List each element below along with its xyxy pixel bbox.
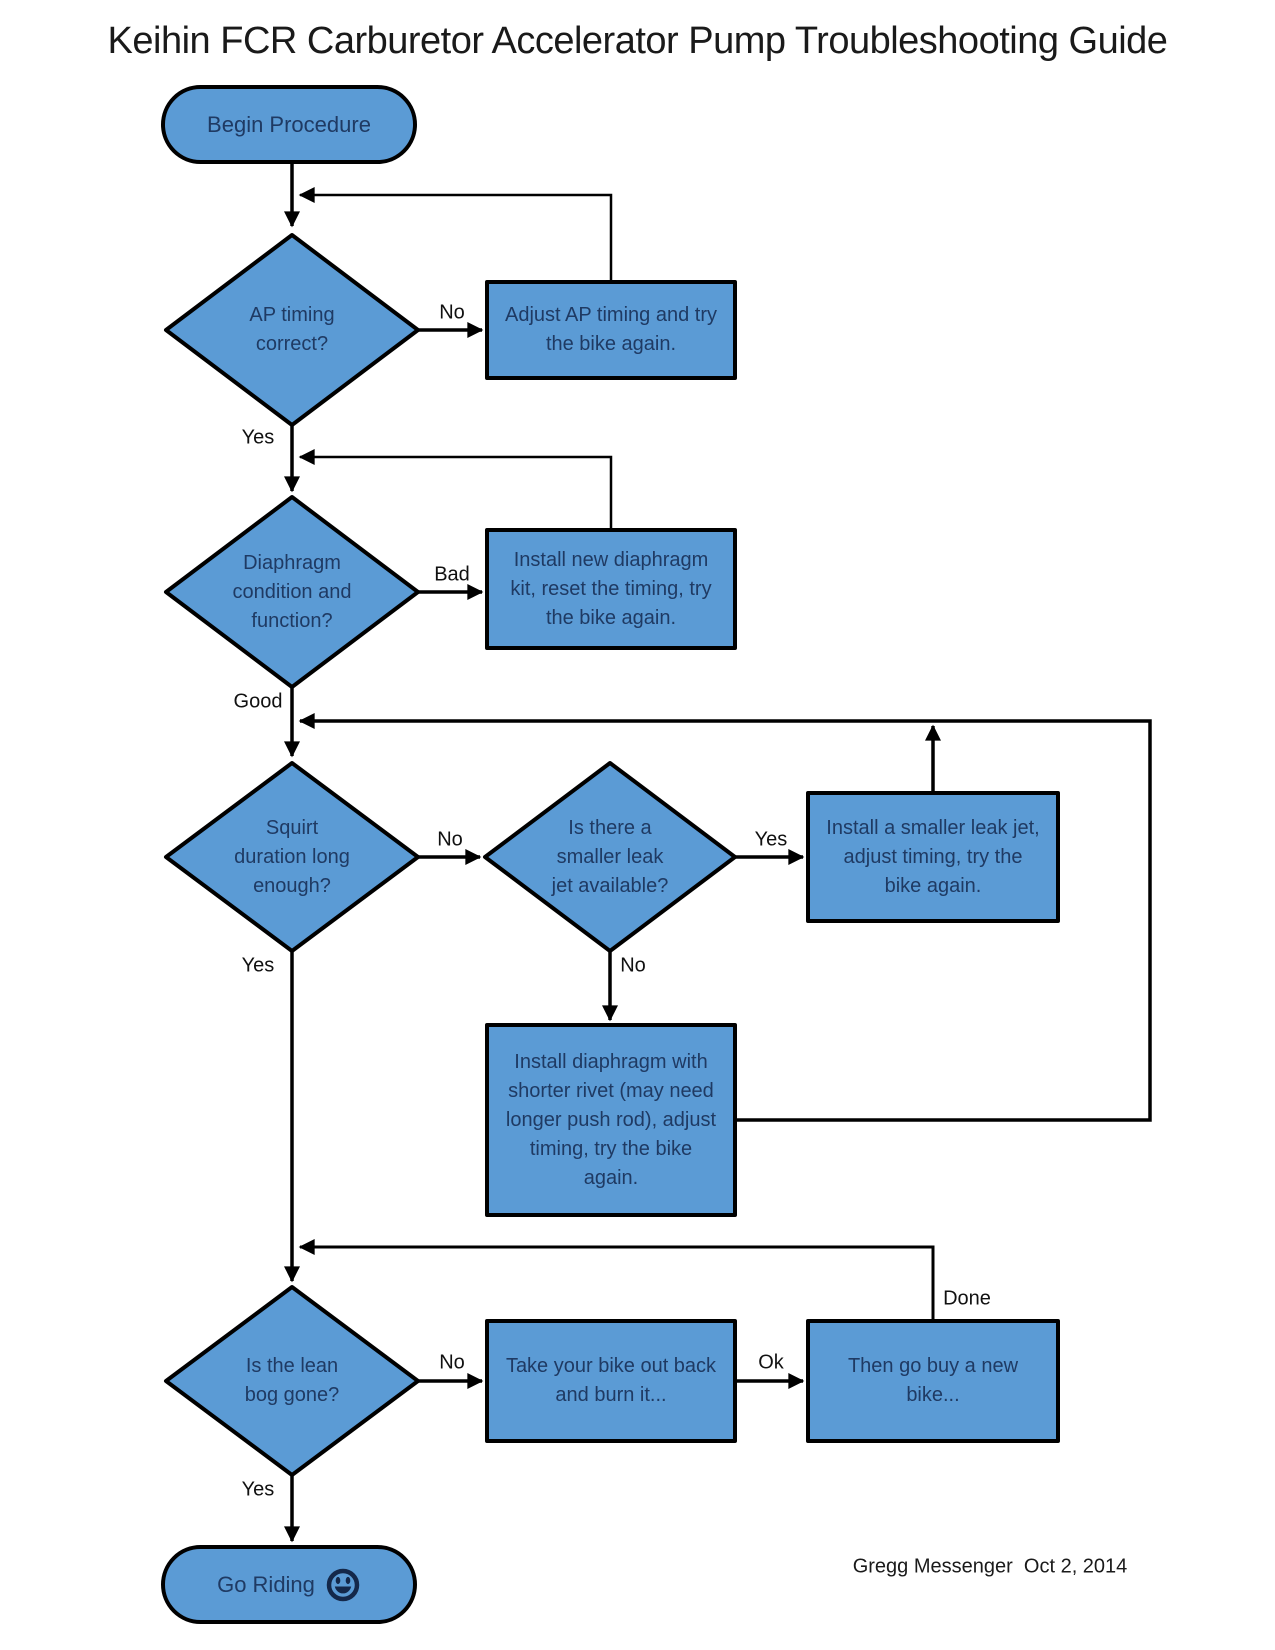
edge-b4-return xyxy=(298,713,1152,1122)
edge-label-no-squirt: No xyxy=(437,828,463,851)
process-adjust-ap-label: Adjust AP timing and try the bike again. xyxy=(505,304,717,355)
edge-label-yes-leak-jet: Yes xyxy=(754,828,788,851)
decision-squirt-label: Squirt duration long enough? xyxy=(234,816,350,897)
decision-squirt-shape xyxy=(164,761,420,953)
process-new-diaphragm-label: Install new diaphragm kit, reset the tim… xyxy=(510,548,712,629)
credit-text: Gregg Messenger Oct 2, 2014 xyxy=(852,1555,1128,1578)
decision-diaphragm-shape xyxy=(164,495,420,689)
page-title: Keihin FCR Carburetor Accelerator Pump T… xyxy=(107,20,1168,62)
process-smaller-leak-jet-shape xyxy=(806,791,1060,923)
process-new-diaphragm-shape xyxy=(485,528,737,650)
decision-diaphragm-label: Diaphragm condition and function? xyxy=(232,551,352,632)
edge-label-yes-lean-bog: Yes xyxy=(241,1478,275,1501)
edge-label-no-lean-bog: No xyxy=(439,1351,465,1374)
edge-b6-done-return xyxy=(298,1239,935,1321)
process-burn-bike-shape xyxy=(485,1319,737,1443)
edge-label-yes-ap-timing: Yes xyxy=(241,426,275,449)
decision-ap-timing-label: AP timing correct? xyxy=(249,304,335,355)
smiley-icon xyxy=(326,1568,360,1601)
decision-leak-jet-label: Is there a smaller leak jet available? xyxy=(551,816,669,897)
process-new-bike-label: Then go buy a new bike... xyxy=(847,1355,1019,1406)
edge-b2-return xyxy=(298,449,613,530)
edge-label-good-diaphragm: Good xyxy=(233,690,283,713)
edge-label-yes-squirt: Yes xyxy=(241,954,275,977)
process-new-bike-shape xyxy=(806,1319,1060,1443)
process-smaller-leak-jet-label: Install a smaller leak jet, adjust timin… xyxy=(826,816,1040,897)
end-terminator-shape xyxy=(161,1545,417,1624)
edge-label-no-leak-jet: No xyxy=(620,954,646,977)
decision-lean-bog-shape xyxy=(164,1285,420,1477)
edge-label-ok-burn: Ok xyxy=(758,1351,784,1374)
decision-ap-timing-shape xyxy=(164,233,420,427)
edge-label-done: Done xyxy=(943,1287,991,1310)
process-adjust-ap-shape xyxy=(485,280,737,380)
decision-lean-bog-label: Is the lean bog gone? xyxy=(244,1355,340,1406)
end-terminator: Go Riding xyxy=(163,1547,415,1622)
start-terminator-shape xyxy=(161,85,417,164)
end-terminator-label: Go Riding xyxy=(217,1571,315,1597)
edge-label-bad-diaphragm: Bad xyxy=(434,563,470,586)
start-terminator-label: Begin Procedure xyxy=(207,111,371,137)
process-burn-bike-label: Take your bike out back and burn it... xyxy=(505,1355,717,1406)
decision-leak-jet-shape xyxy=(483,761,737,953)
process-shorter-rivet-label: Install diaphragm with shorter rivet (ma… xyxy=(505,1050,717,1189)
edge-label-no-ap-timing: No xyxy=(439,301,465,324)
edge-b1-return xyxy=(298,187,613,282)
process-shorter-rivet-shape xyxy=(485,1023,737,1217)
